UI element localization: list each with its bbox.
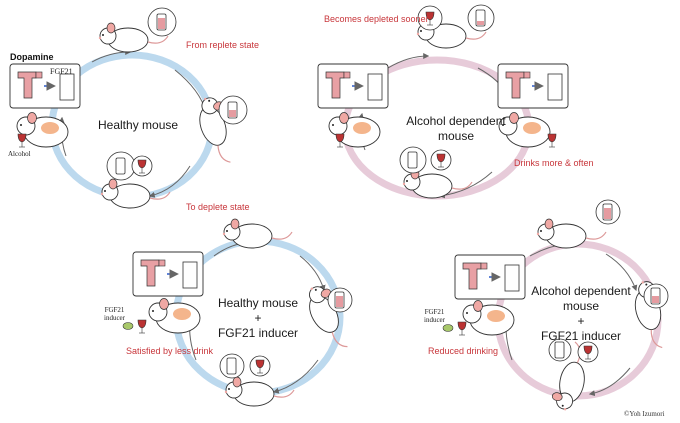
mouse-left-brain	[462, 300, 515, 336]
thought-bubble-empty	[106, 151, 153, 181]
cycle-arrow	[148, 165, 191, 198]
label-reduced-drinking: Reduced drinking	[428, 346, 499, 356]
cycle-arrow	[588, 367, 631, 397]
alcohol-glass-icon	[17, 133, 27, 148]
cycle-arrow	[387, 53, 430, 69]
dopamine-label: Dopamine	[10, 52, 54, 62]
alcohol-label: Alcohol	[8, 150, 31, 158]
inducer-label: FGF21 inducer	[424, 308, 445, 324]
cycle-arrow	[299, 255, 326, 292]
credit-text: ©Yoh Izumori	[624, 410, 665, 418]
inducer-line: FGF21	[104, 306, 125, 314]
panel-healthy-inducer	[122, 218, 360, 407]
alcohol-glass-icon	[547, 133, 557, 148]
fgf21-label: FGF21	[50, 67, 73, 76]
dopamine-fgf21-diagram-left	[318, 64, 388, 108]
inducer-line: inducer	[424, 316, 445, 324]
dopamine-fgf21-diagram	[133, 252, 203, 296]
label-satisfied-less: Satisfied by less drink	[126, 346, 214, 356]
inducer-label: FGF21 inducer	[104, 306, 125, 322]
title-healthy-inducer: Healthy mouse + FGF21 inducer	[210, 296, 306, 341]
cycle-arrow	[272, 359, 319, 394]
title-line: +	[254, 311, 262, 325]
title-alcohol-inducer: Alcohol dependent mouse + FGF21 inducer	[526, 284, 636, 344]
inducer-pill-icon	[442, 321, 467, 336]
inducer-pill-icon	[122, 319, 147, 334]
mouse-left-brain	[16, 112, 69, 148]
title-line: Healthy mouse	[217, 296, 299, 310]
thought-bubbles-bottom	[219, 353, 271, 379]
dopamine-fgf21-diagram-right	[498, 64, 568, 108]
title-alcohol-dependent: Alcohol dependent mouse	[404, 114, 508, 144]
title-line: Alcohol dependent	[406, 114, 506, 128]
title-line: mouse	[437, 129, 475, 143]
title-line: +	[577, 314, 585, 328]
thought-bubbles-bottom	[548, 338, 599, 363]
mouse-right	[298, 279, 360, 356]
label-drinks-more: Drinks more & often	[514, 158, 594, 168]
title-healthy-mouse: Healthy mouse	[98, 118, 179, 132]
title-line: FGF21 inducer	[540, 329, 622, 343]
thought-bubbles-bottom	[399, 146, 452, 174]
title-line: mouse	[562, 299, 600, 313]
thought-bubble-right	[643, 283, 669, 309]
inducer-line: FGF21	[424, 308, 445, 316]
dopamine-fgf21-diagram	[455, 255, 525, 299]
label-to-deplete: To deplete state	[186, 202, 250, 212]
label-depleted-sooner: Becomes depleted sooner	[324, 14, 429, 24]
title-line: Alcohol dependent	[531, 284, 631, 298]
thought-bubbles	[417, 4, 495, 32]
cycle-arrow	[605, 253, 638, 292]
inducer-line: inducer	[104, 314, 125, 322]
panel-alcohol-dependent	[318, 4, 568, 200]
label-from-replete: From replete state	[186, 40, 260, 50]
thought-bubble-half	[218, 95, 248, 125]
mouse-left-brain	[148, 298, 201, 334]
thought-bubble-right	[327, 287, 353, 313]
panel-alcohol-inducer	[442, 199, 676, 414]
panel-healthy	[10, 7, 248, 209]
title-line: FGF21 inducer	[217, 326, 299, 340]
mouse-left-brain	[328, 112, 381, 148]
thought-bubble-top	[595, 199, 621, 225]
thought-bubble-full	[147, 7, 177, 37]
